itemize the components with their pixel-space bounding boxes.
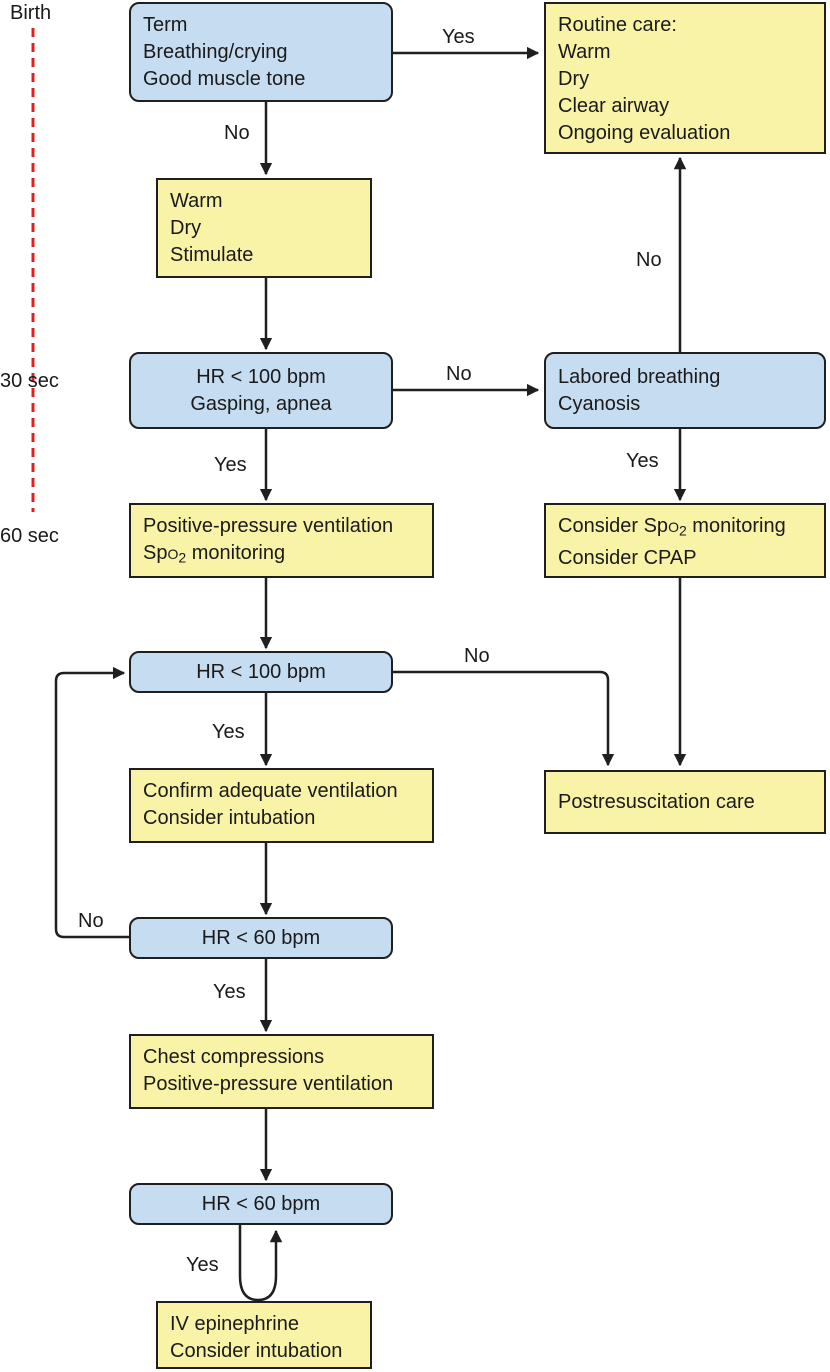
node-labored-breathing: Labored breathing Cyanosis	[544, 352, 826, 429]
node-line: Positive-pressure ventilation	[143, 515, 394, 537]
node-line: Chest compressions	[143, 1046, 325, 1068]
node-line: Stimulate	[170, 244, 254, 266]
node-warm-dry-stimulate: Warm Dry Stimulate	[156, 178, 372, 278]
node-line: Labored breathing	[558, 365, 721, 388]
edge-label-yes-consider: Yes	[626, 450, 659, 472]
edge-label-yes-routine: Yes	[442, 26, 475, 48]
node-line: Ongoing evaluation	[558, 122, 731, 144]
edge-label-no-labored: No	[446, 363, 472, 385]
node-line: HR < 100 bpm	[196, 660, 326, 683]
node-line: IV epinephrine	[170, 1313, 299, 1335]
edge-label-no-routine-up: No	[636, 249, 662, 271]
node-line: Dry	[558, 68, 590, 90]
node-line: Breathing/crying	[143, 41, 288, 63]
spo2-subscript: 2	[678, 522, 687, 539]
timeline-label-30sec: 30 sec	[0, 370, 59, 392]
node-iv-epinephrine: IV epinephrine Consider intubation	[156, 1301, 372, 1369]
node-line: Warm	[170, 190, 223, 212]
spo2-rest: monitoring	[186, 542, 286, 564]
edge-label-yes-chest: Yes	[213, 981, 246, 1003]
node-line: Warm	[558, 41, 611, 63]
node-consider-spo2: Consider Spo2 monitoring Consider CPAP	[544, 503, 826, 578]
node-routine-care: Routine care: Warm Dry Clear airway Ongo…	[544, 2, 826, 154]
node-postresuscitation-care: Postresuscitation care	[544, 770, 826, 834]
node-line: Gasping, apnea	[190, 392, 332, 415]
node-line: Good muscle tone	[143, 68, 306, 90]
spo2-subscript: 2	[178, 549, 187, 566]
node-hr-100: HR < 100 bpm	[129, 651, 393, 693]
node-line: Postresuscitation care	[558, 790, 755, 813]
spo2-rest: monitoring	[686, 515, 786, 537]
node-hr-60-a: HR < 60 bpm	[129, 917, 393, 959]
edge-label-yes-ppv: Yes	[214, 454, 247, 476]
timeline-label-60sec: 60 sec	[0, 525, 59, 547]
edge-hr100-to-post	[392, 670, 615, 767]
node-line: Cyanosis	[558, 392, 641, 415]
edge-hr60a-loop-to-hr100	[54, 666, 129, 939]
edge-label-yes-epi: Yes	[186, 1254, 219, 1276]
node-line: HR < 60 bpm	[201, 926, 321, 949]
spo2-text: Consider Sp	[558, 515, 669, 537]
edge-label-no-loop: No	[78, 910, 104, 932]
node-initial-assessment: Term Breathing/crying Good muscle tone	[129, 2, 393, 102]
node-line: Clear airway	[558, 95, 670, 117]
node-line: Consider Spo2 monitoring	[558, 513, 812, 545]
node-line: Dry	[170, 217, 202, 239]
node-line: Term	[143, 14, 188, 36]
spo2-o: o	[668, 515, 679, 537]
node-line: Routine care:	[558, 14, 677, 36]
edge-label-no-warm: No	[224, 122, 250, 144]
node-hr-60-b: HR < 60 bpm	[129, 1183, 393, 1225]
node-line: Consider intubation	[143, 807, 316, 829]
node-chest-compressions: Chest compressions Positive-pressure ven…	[129, 1034, 434, 1109]
node-line: HR < 100 bpm	[196, 365, 326, 388]
edge-label-no-post: No	[464, 645, 490, 667]
node-confirm-ventilation: Confirm adequate ventilation Consider in…	[129, 768, 434, 843]
edge-label-yes-confirm: Yes	[212, 721, 245, 743]
node-line: Consider intubation	[170, 1340, 343, 1362]
node-line: HR < 60 bpm	[201, 1192, 321, 1215]
edge-epi-loop	[238, 1225, 283, 1302]
timeline-label-birth: Birth	[10, 2, 52, 24]
node-ppv-monitoring: Positive-pressure ventilation Spo2 monit…	[129, 503, 434, 578]
node-line: Positive-pressure ventilation	[143, 1073, 394, 1095]
spo2-o: o	[167, 542, 179, 564]
node-line: Consider CPAP	[558, 546, 697, 569]
node-line: Spo2 monitoring	[143, 540, 420, 572]
node-line: Confirm adequate ventilation	[143, 780, 398, 802]
node-hr-gasping: HR < 100 bpm Gasping, apnea	[129, 352, 393, 429]
spo2-text: Sp	[143, 542, 168, 564]
